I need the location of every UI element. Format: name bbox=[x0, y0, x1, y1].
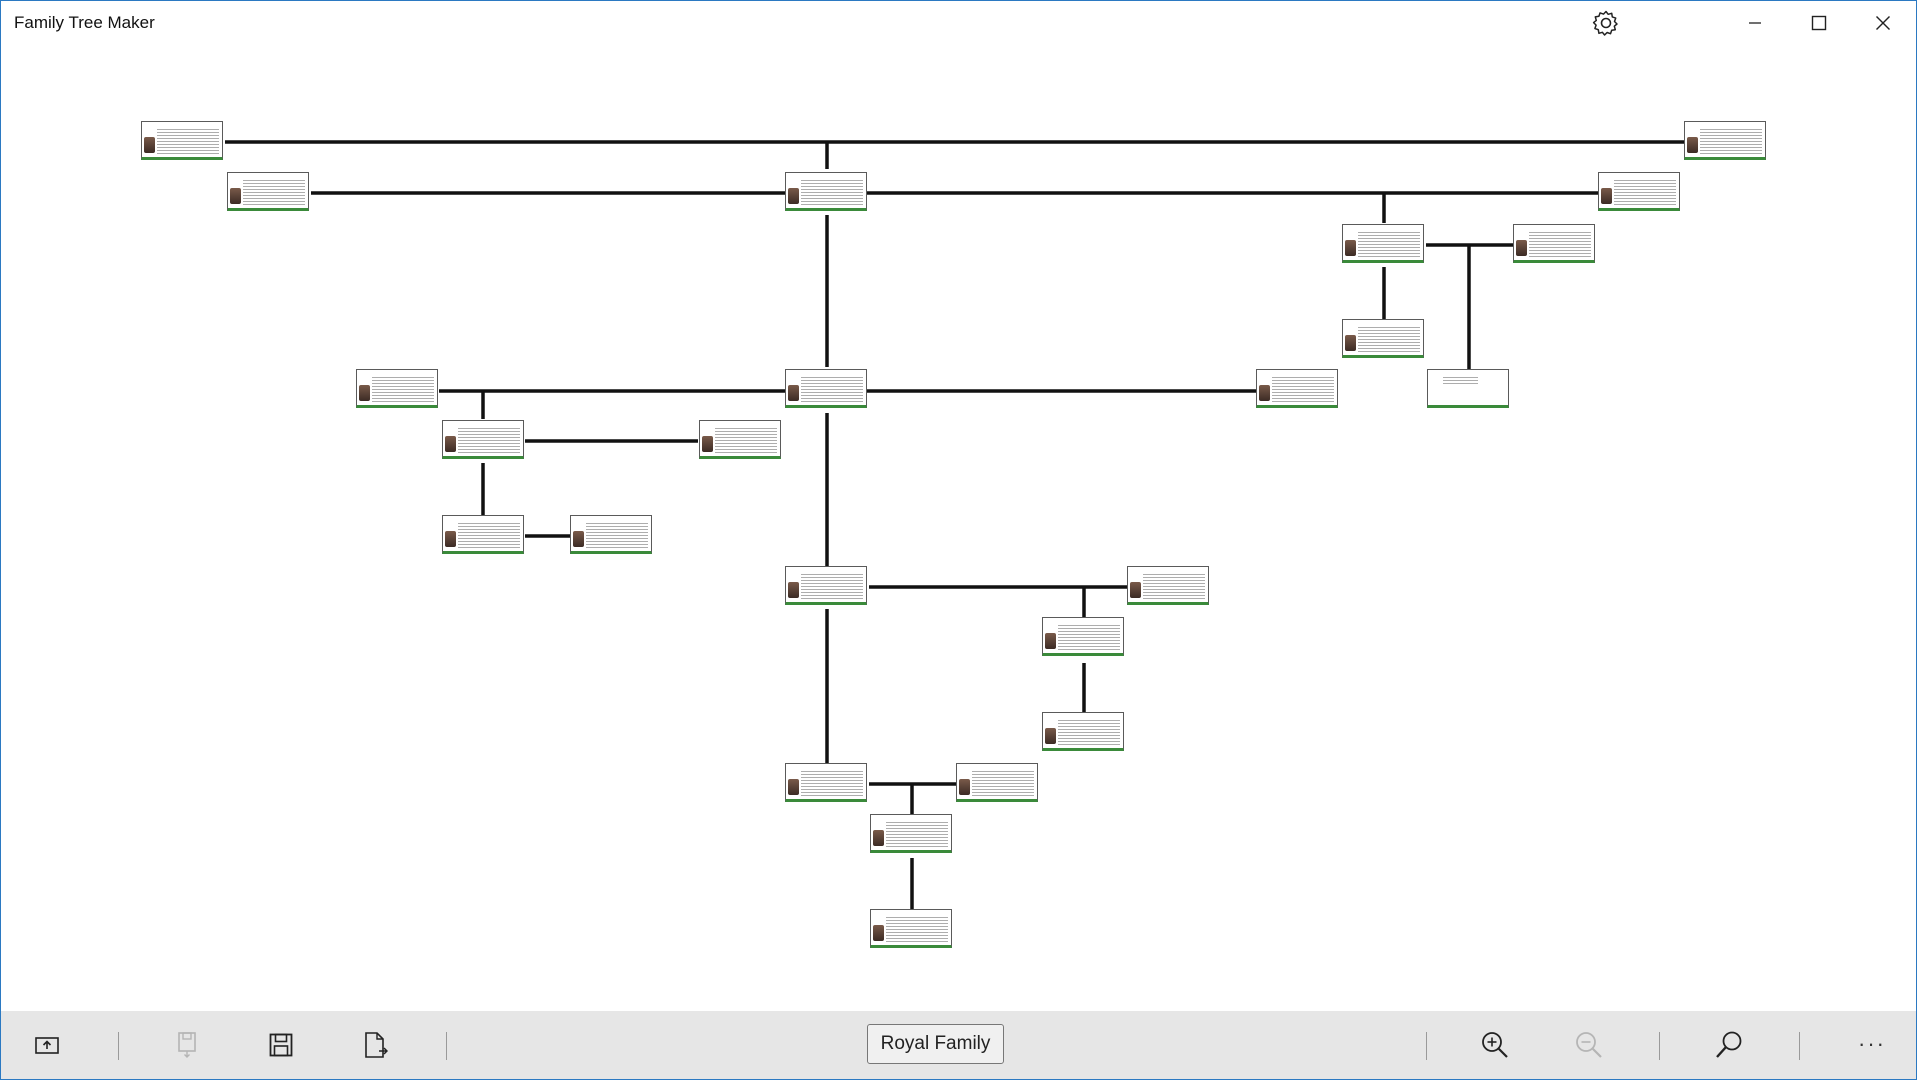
toolbar-separator bbox=[1659, 1032, 1660, 1060]
zoom-in-button[interactable] bbox=[1475, 1025, 1515, 1065]
person-card[interactable] bbox=[1342, 224, 1424, 263]
person-card[interactable] bbox=[785, 763, 867, 802]
more-icon[interactable]: ··· bbox=[1858, 1031, 1886, 1056]
save-disabled-icon bbox=[178, 1032, 196, 1058]
person-card[interactable] bbox=[442, 420, 524, 459]
search-icon bbox=[1716, 1031, 1742, 1058]
person-card[interactable] bbox=[785, 369, 867, 408]
maximize-button[interactable] bbox=[1788, 1, 1850, 45]
save-as-button bbox=[167, 1025, 207, 1065]
settings-gear-icon bbox=[1592, 10, 1618, 36]
person-card[interactable] bbox=[1342, 319, 1424, 358]
open-file-icon bbox=[35, 1037, 59, 1054]
person-card[interactable] bbox=[570, 515, 652, 554]
person-card[interactable] bbox=[785, 172, 867, 211]
person-card[interactable] bbox=[227, 172, 309, 211]
portrait-photo bbox=[445, 531, 456, 547]
portrait-photo bbox=[445, 436, 456, 452]
portrait-photo bbox=[873, 925, 884, 941]
title-bar: Family Tree Maker bbox=[1, 1, 1916, 45]
minimize-button[interactable] bbox=[1724, 1, 1786, 45]
portrait-photo bbox=[230, 188, 241, 204]
toolbar-separator bbox=[1426, 1032, 1427, 1060]
portrait-photo bbox=[1601, 188, 1612, 204]
person-card[interactable] bbox=[870, 814, 952, 853]
family-tree-canvas[interactable] bbox=[1, 45, 1916, 1011]
search-button[interactable] bbox=[1709, 1025, 1749, 1065]
app-title: Family Tree Maker bbox=[14, 13, 155, 32]
export-button[interactable] bbox=[355, 1025, 395, 1065]
settings-button[interactable] bbox=[1575, 1, 1637, 45]
person-card[interactable] bbox=[442, 515, 524, 554]
person-card[interactable] bbox=[956, 763, 1038, 802]
portrait-photo bbox=[1045, 728, 1056, 744]
open-button[interactable] bbox=[27, 1025, 67, 1065]
portrait-photo bbox=[1345, 335, 1356, 351]
portrait-photo bbox=[1345, 240, 1356, 256]
person-card[interactable] bbox=[870, 909, 952, 948]
portrait-photo bbox=[1516, 240, 1527, 256]
portrait-photo bbox=[144, 137, 155, 153]
minimize-icon bbox=[1749, 22, 1761, 24]
portrait-photo bbox=[1259, 385, 1270, 401]
person-card[interactable] bbox=[1127, 566, 1209, 605]
save-icon bbox=[269, 1033, 293, 1057]
person-card[interactable] bbox=[141, 121, 223, 160]
zoom-in-icon bbox=[1482, 1032, 1508, 1058]
person-card[interactable] bbox=[356, 369, 438, 408]
portrait-photo bbox=[788, 385, 799, 401]
portrait-photo bbox=[359, 385, 370, 401]
person-card[interactable] bbox=[1042, 617, 1124, 656]
portrait-photo bbox=[1130, 582, 1141, 598]
person-card[interactable] bbox=[785, 566, 867, 605]
save-button[interactable] bbox=[261, 1025, 301, 1065]
close-icon bbox=[1876, 16, 1890, 30]
portrait-photo bbox=[702, 436, 713, 452]
portrait-photo bbox=[959, 779, 970, 795]
close-button[interactable] bbox=[1852, 1, 1914, 45]
family-tree-name-button[interactable]: Royal Family bbox=[867, 1024, 1004, 1064]
person-card[interactable] bbox=[699, 420, 781, 459]
toolbar-separator bbox=[1799, 1032, 1800, 1060]
portrait-photo bbox=[788, 582, 799, 598]
person-card[interactable] bbox=[1256, 369, 1338, 408]
zoom-out-icon bbox=[1576, 1032, 1602, 1058]
person-card[interactable] bbox=[1598, 172, 1680, 211]
person-card[interactable] bbox=[1684, 121, 1766, 160]
portrait-photo bbox=[573, 531, 584, 547]
portrait-photo bbox=[1687, 137, 1698, 153]
toolbar-separator bbox=[446, 1032, 447, 1060]
portrait-photo bbox=[1045, 633, 1056, 649]
portrait-photo bbox=[788, 779, 799, 795]
maximize-icon bbox=[1811, 15, 1827, 31]
zoom-out-button bbox=[1569, 1025, 1609, 1065]
person-card[interactable] bbox=[1513, 224, 1595, 263]
export-file-icon bbox=[365, 1032, 388, 1058]
person-card[interactable] bbox=[1427, 369, 1509, 408]
toolbar-separator bbox=[118, 1032, 119, 1060]
portrait-photo bbox=[788, 188, 799, 204]
person-card[interactable] bbox=[1042, 712, 1124, 751]
tree-connectors bbox=[225, 140, 1686, 909]
portrait-photo bbox=[873, 830, 884, 846]
bottom-toolbar: Royal Family ··· bbox=[1, 1011, 1916, 1079]
